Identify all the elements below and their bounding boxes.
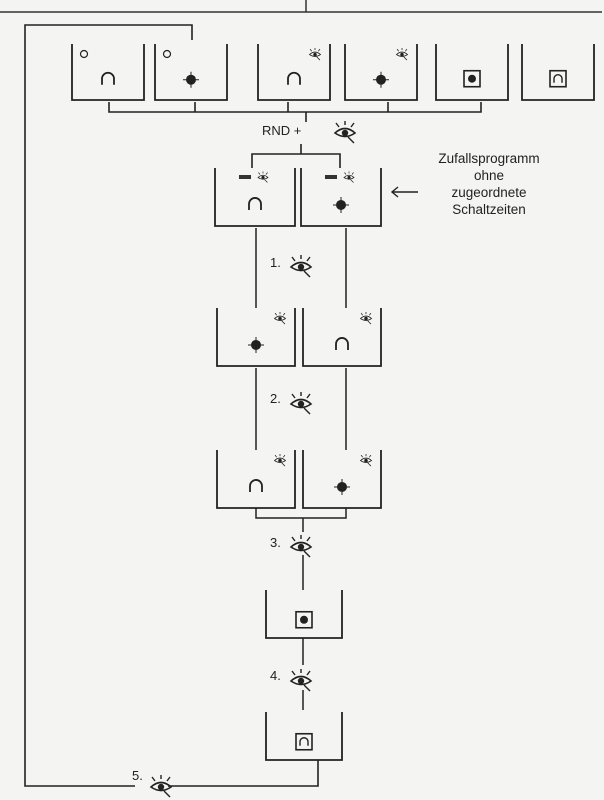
step-3-label: 3.	[270, 535, 281, 550]
display-frame	[435, 44, 509, 101]
rnd-split	[251, 144, 341, 168]
eye-indicator-icon	[309, 47, 321, 61]
display-frame	[216, 450, 296, 509]
note-line-2: ohne	[473, 168, 505, 183]
display-frame	[302, 450, 382, 509]
lamp-off-icon	[335, 337, 349, 350]
display-frame	[214, 168, 296, 227]
clock-icon	[162, 49, 172, 59]
note-line-3: zugeordnete	[451, 185, 527, 200]
rnd-step-label: RND +	[262, 123, 302, 138]
program-display-2	[154, 44, 228, 101]
display-frame	[521, 44, 595, 101]
lamp-off-icon	[249, 479, 263, 492]
rnd-display-1	[214, 168, 296, 227]
rnd-display-2	[300, 168, 382, 227]
eye-indicator-icon	[343, 171, 355, 183]
manual-off-icon	[295, 732, 313, 751]
loop-line-end	[168, 760, 319, 787]
row1-bracket	[108, 102, 482, 113]
eye-indicator-icon	[274, 453, 286, 467]
rnd-indicator	[239, 175, 251, 179]
step-3-eye-icon	[290, 534, 312, 558]
eye-indicator-icon	[396, 47, 408, 61]
note-line-4: Schaltzeiten	[452, 202, 526, 217]
loop-line	[24, 24, 193, 787]
rnd-eye-icon	[334, 120, 356, 144]
program-display-3	[257, 44, 331, 101]
display-frame	[300, 168, 382, 227]
display-frame	[344, 44, 418, 101]
note-line-1: Zufallsprogramm	[438, 151, 540, 166]
program-display-5	[435, 44, 509, 101]
display-frame	[257, 44, 331, 101]
step-1-eye-icon	[290, 254, 312, 278]
step-2-eye-icon	[290, 391, 312, 415]
rnd-indicator	[325, 175, 337, 179]
lamp-rays	[334, 478, 350, 495]
lamp-off-icon	[101, 71, 115, 85]
lamp-rays	[333, 196, 349, 213]
display-frame	[71, 44, 145, 101]
note-arrow	[390, 186, 418, 198]
manual-on-icon	[463, 69, 481, 88]
random-program-note: Zufallsprogramm ohne zugeordnete Schaltz…	[404, 150, 574, 218]
step-4-label: 4.	[270, 668, 281, 683]
display-frame	[302, 308, 382, 367]
display-frame	[265, 712, 343, 761]
lamp-off-icon	[287, 71, 301, 85]
manual-on-icon	[295, 610, 313, 629]
display-frame	[216, 308, 296, 367]
eye-indicator-icon	[257, 171, 269, 183]
step-2-label: 2.	[270, 391, 281, 406]
eye-indicator-icon	[360, 311, 372, 325]
connector-3	[255, 508, 347, 532]
step2-display-2	[302, 450, 382, 509]
step-1-label: 1.	[270, 255, 281, 270]
eye-indicator-icon	[274, 311, 286, 325]
lamp-off-icon	[248, 197, 262, 210]
eye-indicator-icon	[360, 453, 372, 467]
step1-display-1	[216, 308, 296, 367]
display-frame	[265, 590, 343, 639]
step2-display-1	[216, 450, 296, 509]
lamp-rays	[373, 71, 389, 88]
lamp-rays	[248, 336, 264, 353]
lamp-rays	[183, 71, 199, 88]
program-display-1	[71, 44, 145, 101]
step-5-label: 5.	[132, 768, 143, 783]
step-4-eye-icon	[290, 668, 312, 692]
step4-display	[265, 712, 343, 761]
manual-off-icon	[549, 69, 567, 88]
program-display-4	[344, 44, 418, 101]
program-display-6	[521, 44, 595, 101]
display-frame	[154, 44, 228, 101]
step1-display-2	[302, 308, 382, 367]
step3-display	[265, 590, 343, 639]
clock-icon	[79, 49, 89, 59]
